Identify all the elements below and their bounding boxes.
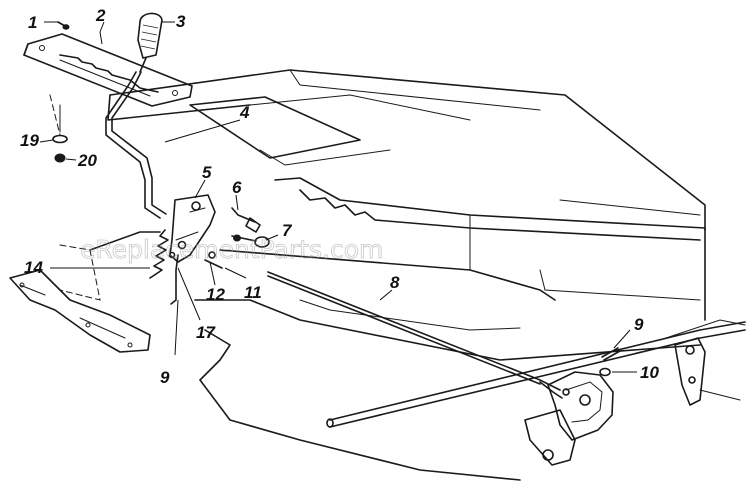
callout-10: 10 bbox=[640, 363, 659, 382]
shift-knob bbox=[137, 12, 163, 73]
leader-lines bbox=[39, 21, 637, 373]
callout-20: 20 bbox=[77, 151, 97, 170]
callout-1: 1 bbox=[28, 13, 37, 32]
callout-11: 11 bbox=[244, 283, 262, 302]
callout-19: 19 bbox=[20, 131, 39, 150]
pivot-bracket bbox=[168, 194, 223, 269]
cotter-pin bbox=[599, 347, 621, 377]
callouts: 1 2 3 4 5 6 7 8 9 9 10 11 12 14 17 19 20 bbox=[20, 6, 659, 387]
nut-washer bbox=[52, 104, 68, 163]
rod-end bbox=[231, 234, 270, 248]
callout-9-right: 9 bbox=[634, 315, 644, 334]
screw bbox=[57, 21, 70, 30]
callout-4: 4 bbox=[239, 103, 250, 122]
callout-2: 2 bbox=[95, 6, 106, 25]
callout-7: 7 bbox=[282, 221, 293, 240]
cross-shaft bbox=[326, 321, 746, 428]
watermark: eReplacementParts.com bbox=[80, 235, 383, 264]
callout-5: 5 bbox=[202, 163, 212, 182]
callout-9-left: 9 bbox=[160, 368, 170, 387]
callout-12: 12 bbox=[206, 285, 225, 304]
mount-bracket bbox=[674, 337, 706, 406]
shift-arm bbox=[524, 371, 614, 466]
frame-outline bbox=[9, 69, 746, 481]
bolt bbox=[231, 207, 261, 233]
shift-plate bbox=[23, 33, 193, 107]
shift-rod bbox=[267, 271, 563, 399]
hairpin bbox=[170, 254, 179, 305]
callout-17: 17 bbox=[196, 323, 216, 342]
callout-6: 6 bbox=[232, 178, 242, 197]
spring bbox=[149, 229, 169, 279]
callout-14: 14 bbox=[24, 258, 43, 277]
shift-lever bbox=[105, 71, 167, 219]
callout-3: 3 bbox=[176, 12, 186, 31]
callout-8: 8 bbox=[390, 273, 400, 292]
